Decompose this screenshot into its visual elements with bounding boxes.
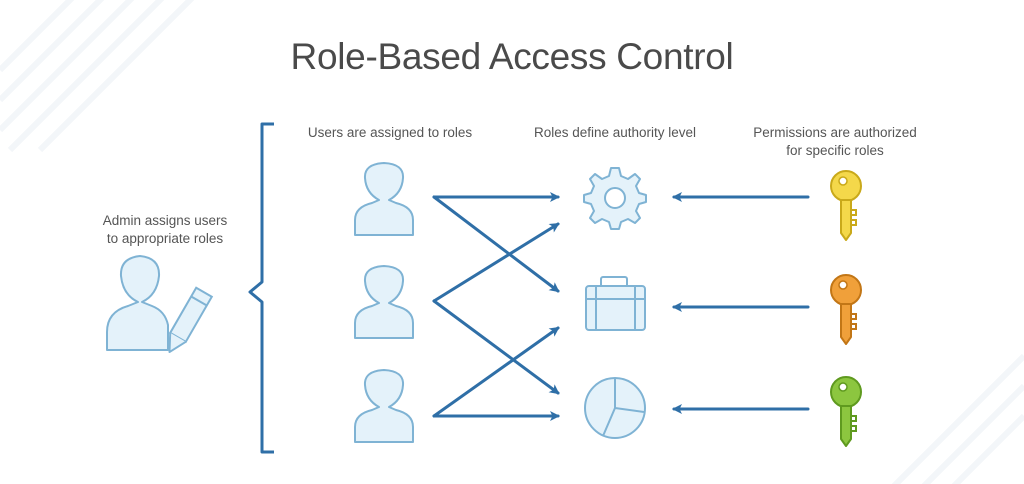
permissions-column-label: Permissions are authorized for specific … <box>735 124 935 160</box>
admin-user-pencil-icon <box>106 255 214 354</box>
user-icon-2 <box>354 265 414 339</box>
arrow-user3-to-briefcase <box>432 326 560 418</box>
arrow-user2-to-gear <box>432 222 560 303</box>
user-icon-1 <box>354 162 414 236</box>
users-column-label: Users are assigned to roles <box>307 125 473 140</box>
permission-arrows <box>672 192 810 414</box>
arrow-user1-to-briefcase <box>432 195 560 293</box>
admin-label-line-1: Admin assigns users <box>102 213 228 228</box>
key-icon-yellow <box>830 170 862 241</box>
roles-column-label: Roles define authority level <box>533 125 697 140</box>
admin-label-line-2: to appropriate roles <box>106 231 224 246</box>
assignment-arrows <box>432 192 560 421</box>
pie-chart-icon <box>584 377 646 439</box>
permissions-label-line-1: Permissions are authorized <box>753 125 917 140</box>
arrow-user2-to-piechart <box>432 299 560 395</box>
key-icon-orange <box>830 274 862 345</box>
user-icon-3 <box>354 369 414 443</box>
permissions-label-line-2: for specific roles <box>786 143 884 158</box>
gear-icon <box>583 167 647 230</box>
briefcase-icon <box>585 276 646 331</box>
page-title: Role-Based Access Control <box>290 36 734 77</box>
admin-label: Admin assigns users to appropriate roles <box>70 212 260 248</box>
key-icon-green <box>830 376 862 447</box>
grouping-bracket <box>248 122 274 454</box>
